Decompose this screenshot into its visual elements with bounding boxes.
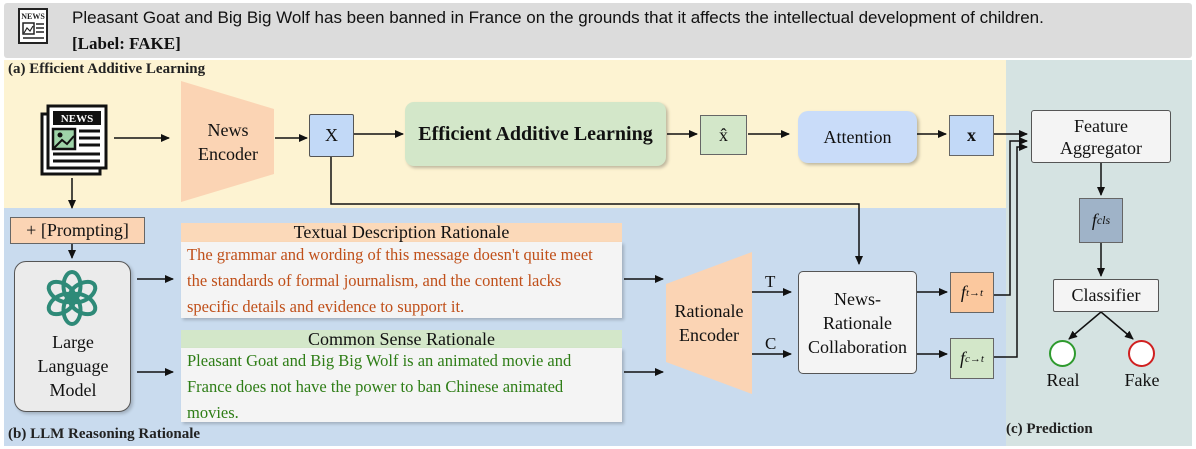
claim-header bbox=[4, 3, 1192, 58]
x-upper-box: X bbox=[309, 114, 354, 157]
x-lower-box: x bbox=[949, 115, 994, 156]
c-label: C bbox=[765, 334, 777, 353]
news-encoder-label: News Encoder bbox=[198, 120, 258, 164]
panel-b-label: (b) LLM Reasoning Rationale bbox=[8, 426, 201, 442]
eal-box: Efficient Additive Learning bbox=[405, 102, 666, 166]
rationale-encoder-shape bbox=[666, 252, 752, 394]
newspaper-source-icon: NEWS bbox=[36, 100, 112, 178]
openai-logo-icon bbox=[42, 268, 102, 328]
panel-a-label: (a) Efficient Additive Learning bbox=[8, 61, 206, 77]
claim-label: [Label: FAKE] bbox=[72, 34, 181, 53]
f-c-to-t-base: f bbox=[960, 348, 966, 368]
llm-box bbox=[14, 261, 131, 412]
fake-node bbox=[1128, 340, 1155, 367]
arrow-ftt-to-aggregator bbox=[994, 137, 1028, 296]
svg-text:NEWS: NEWS bbox=[21, 12, 45, 21]
f-c-to-t-sub: c→t bbox=[965, 352, 984, 365]
real-label: Real bbox=[1046, 369, 1080, 390]
svg-text:NEWS: NEWS bbox=[61, 113, 93, 125]
classifier-box: Classifier bbox=[1053, 279, 1159, 312]
arrow-x-to-nrc bbox=[330, 157, 863, 265]
attention-box: Attention bbox=[798, 111, 917, 163]
newspaper-icon: NEWS bbox=[17, 7, 53, 47]
common-rationale-body: Pleasant Goat and Big Big Wolf is an ani… bbox=[181, 348, 622, 422]
textual-rationale-body: The grammar and wording of this message … bbox=[181, 242, 622, 318]
arrow-classifier-to-fake bbox=[1100, 311, 1134, 340]
news-rationale-collaboration-box: News- Rationale Collaboration bbox=[798, 271, 917, 374]
llm-label: Large Language Model bbox=[37, 332, 109, 400]
panel-c-label: (c) Prediction bbox=[1006, 421, 1093, 437]
arrow-classifier-to-real bbox=[1068, 311, 1102, 340]
f-cls-base: f bbox=[1091, 210, 1097, 230]
x-hat-box: x̂ bbox=[700, 115, 747, 155]
f-t-to-t-base: f bbox=[960, 282, 966, 302]
f-t-to-t-sub: t→t bbox=[965, 286, 984, 299]
f-cls-sub: cls bbox=[1096, 213, 1111, 227]
feature-aggregator-box: Feature Aggregator bbox=[1031, 110, 1171, 163]
real-node bbox=[1049, 340, 1076, 367]
claim-text: Pleasant Goat and Big Big Wolf has been … bbox=[72, 8, 1044, 27]
textual-rationale-title: Textual Description Rationale bbox=[181, 222, 622, 242]
news-encoder-shape bbox=[181, 81, 274, 202]
t-label: T bbox=[765, 272, 776, 291]
prompting-box: + [Prompting] bbox=[10, 217, 145, 244]
arrow-fct-to-aggregator bbox=[994, 143, 1028, 358]
fake-label: Fake bbox=[1124, 369, 1160, 390]
rationale-encoder-label: Rationale Encoder bbox=[674, 301, 744, 345]
common-rationale-title: Common Sense Rationale bbox=[181, 329, 622, 349]
